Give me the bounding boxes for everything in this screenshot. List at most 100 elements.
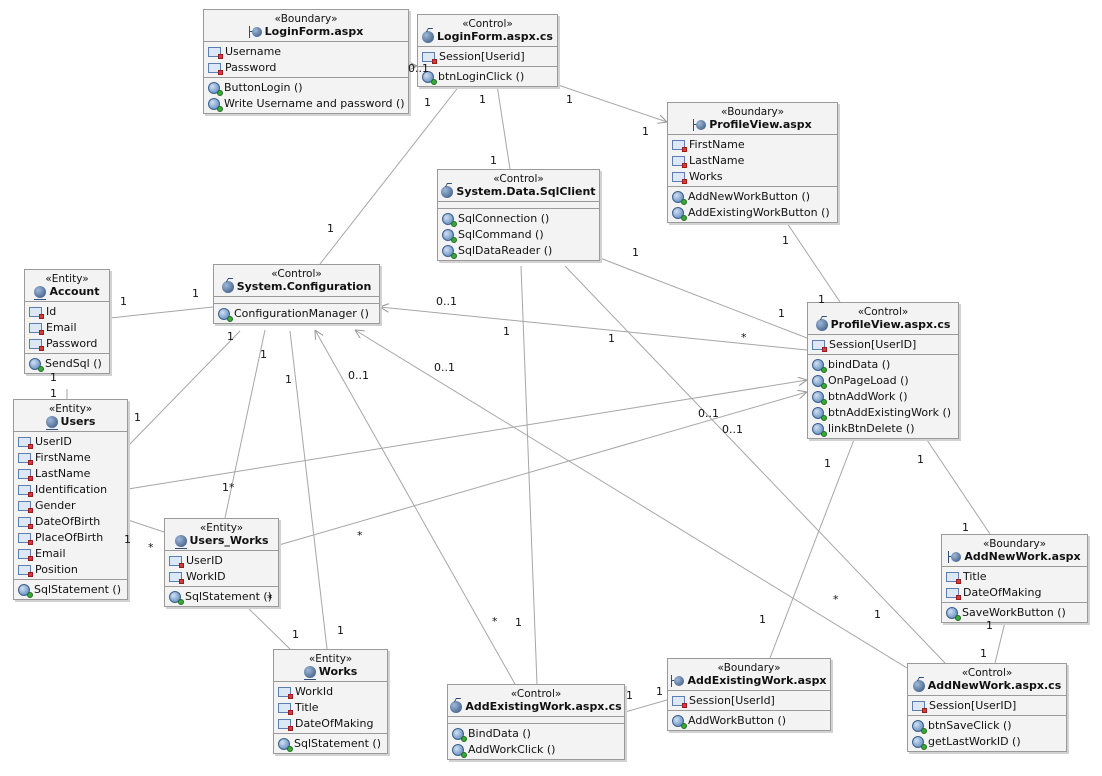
multiplicity-label: 0..1 [698,407,719,420]
attribute[interactable]: DateOfMaking [942,585,1087,601]
operation[interactable]: ButtonLogin () [204,80,408,96]
attribute[interactable]: WorkId [274,684,387,700]
operation[interactable]: AddExistingWorkButton () [668,205,837,221]
class-addexistingwork-aspx[interactable]: «Boundary» AddExistingWork.aspx Session[… [667,658,831,731]
attribute[interactable]: WorkID [165,569,278,585]
class-loginform-cs[interactable]: «Control» LoginForm.aspx.cs Session[User… [417,14,558,87]
attribute-icon [278,687,293,699]
attribute[interactable]: DateOfBirth [14,514,127,530]
attribute[interactable]: Identification [14,482,127,498]
operation[interactable]: SqlDataReader () [438,243,599,259]
multiplicity-label: 1 [503,325,510,338]
class-profileview-aspx[interactable]: «Boundary» ProfileView.aspx FirstName La… [667,102,838,223]
attribute[interactable]: FirstName [668,137,837,153]
entity-icon [34,286,47,300]
attribute[interactable]: UserID [165,553,278,569]
class-profileview-cs[interactable]: «Control» ProfileView.aspx.cs Session[Us… [807,302,959,439]
operation-compartment: bindData () OnPageLoad () btnAddWork () … [808,355,958,438]
multiplicity-label: 1 [285,373,292,386]
attribute[interactable]: Password [25,336,109,352]
operation[interactable]: BindData () [448,726,624,742]
association-line [127,330,241,447]
association-line [319,84,461,265]
class-addexistingwork-cs[interactable]: «Control» AddExistingWork.aspx.cs BindDa… [447,684,625,760]
operation[interactable]: btnLoginClick () [418,69,557,85]
attribute[interactable]: Email [14,546,127,562]
attribute[interactable]: Position [14,562,127,578]
operation-icon [812,375,827,389]
attribute[interactable]: Password [204,60,408,76]
attribute[interactable]: Gender [14,498,127,514]
operation[interactable]: bindData () [808,357,958,373]
class-users[interactable]: «Entity» Users UserID FirstName LastName… [13,399,128,600]
attribute[interactable]: Username [204,44,408,60]
operation[interactable]: btnSaveClick () [908,718,1066,734]
attribute[interactable]: Session[UserID] [808,337,958,353]
attribute[interactable]: Id [25,304,109,320]
attribute[interactable]: Session[UserId] [668,693,830,709]
control-icon [422,31,435,43]
class-addnewwork-aspx[interactable]: «Boundary» AddNewWork.aspx Title DateOfM… [941,534,1088,623]
attribute[interactable]: Session[Userid] [418,49,557,65]
attribute-icon [18,501,33,513]
class-users-works[interactable]: «Entity» Users_Works UserID WorkID SqlSt… [164,518,279,607]
operation[interactable]: btnAddExistingWork () [808,405,958,421]
attribute-icon [672,156,687,168]
attribute[interactable]: PlaceOfBirth [14,530,127,546]
control-icon [815,319,828,331]
attribute-compartment: Id Email Password [25,302,109,354]
multiplicity-label: * [833,593,839,606]
multiplicity-label: 1 [818,293,825,306]
stereotype: «Boundary» [720,106,785,118]
attribute-icon [169,556,184,568]
operation[interactable]: SqlStatement () [14,582,127,598]
multiplicity-label: 1 [192,287,199,300]
stereotype: «Entity» [48,403,93,415]
operation[interactable]: SendSql () [25,356,109,372]
multiplicity-label: 1 [424,96,431,109]
operation[interactable]: ConfigurationManager () [214,306,379,322]
multiplicity-label: 1 [120,295,127,308]
operation[interactable]: SaveWorkButton () [942,605,1087,621]
attribute[interactable]: Title [942,569,1087,585]
attribute[interactable]: Title [274,700,387,716]
class-addnewwork-cs[interactable]: «Control» AddNewWork.aspx.cs Session[Use… [907,663,1067,752]
operation[interactable]: AddWorkButton () [668,713,830,729]
operation[interactable]: AddWorkClick () [448,742,624,758]
attribute[interactable]: UserID [14,434,127,450]
attribute[interactable]: Email [25,320,109,336]
attribute[interactable]: Works [668,169,837,185]
class-name: ProfileView.aspx [709,118,812,131]
operation[interactable]: SqlStatement () [165,589,278,605]
stereotype: «Boundary» [982,538,1047,550]
attribute[interactable]: DateOfMaking [274,716,387,732]
attribute[interactable]: LastName [14,466,127,482]
operation[interactable]: Write Username and password () [204,96,408,112]
operation[interactable]: SqlStatement () [274,736,387,752]
operation[interactable]: AddNewWorkButton () [668,189,837,205]
class-name: Users_Works [189,534,269,547]
class-loginform-aspx[interactable]: «Boundary» LoginForm.aspx Username Passw… [203,9,409,114]
operation[interactable]: getLastWorkID () [908,734,1066,750]
attribute[interactable]: Session[UserID] [908,698,1066,714]
operation[interactable]: linkBtnDelete () [808,421,958,437]
boundary-icon [948,551,962,563]
operation-icon [18,584,33,598]
attribute[interactable]: LastName [668,153,837,169]
operation-compartment: AddNewWorkButton () AddExistingWorkButto… [668,187,837,222]
stereotype: «Entity» [199,522,244,534]
control-icon [441,186,454,198]
class-sqlclient[interactable]: «Control» System.Data.SqlClient SqlConne… [437,169,600,261]
class-account[interactable]: «Entity» Account Id Email Password SendS… [24,269,110,374]
operation[interactable]: btnAddWork () [808,389,958,405]
association-line [289,330,328,650]
class-works[interactable]: «Entity» Works WorkId Title DateOfMaking… [273,649,388,754]
operation[interactable]: SqlCommand () [438,227,599,243]
control-icon [221,281,234,293]
attribute-icon [18,437,33,449]
attribute[interactable]: FirstName [14,450,127,466]
multiplicity-label: 1 [50,371,57,384]
class-system-configuration[interactable]: «Control» System.Configuration Configura… [213,264,380,324]
operation[interactable]: SqlConnection () [438,211,599,227]
operation[interactable]: OnPageLoad () [808,373,958,389]
